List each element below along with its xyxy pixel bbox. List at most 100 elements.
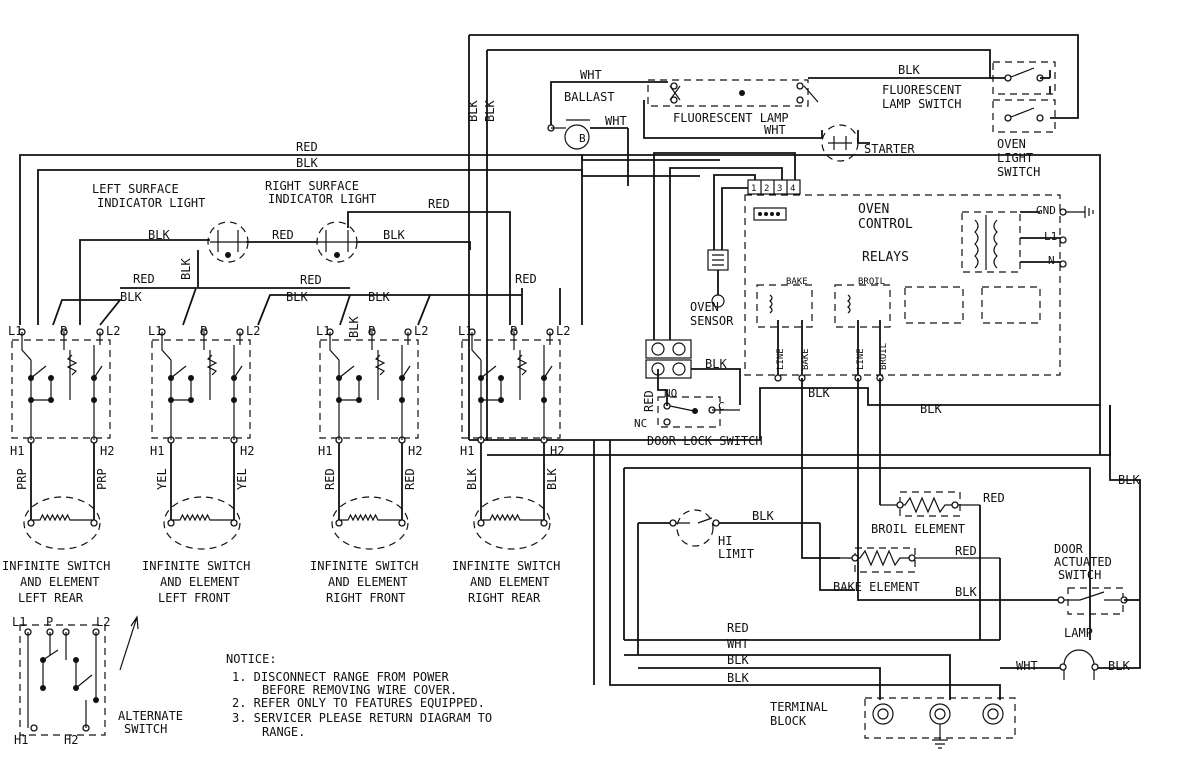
element-wire-right: YEL <box>235 468 249 490</box>
oven-control-label: CONTROL <box>858 217 913 232</box>
oven-light-switch-box <box>992 99 1056 133</box>
broil-relay-label: BROIL <box>858 277 885 287</box>
element-wire-left: BLK <box>465 468 479 490</box>
alternate-switch-label: SWITCH <box>124 722 167 736</box>
lighting-circuit <box>468 34 1079 440</box>
switch-terminal-label: L1 <box>458 324 472 338</box>
wire-label: WHT <box>1016 659 1038 673</box>
terminal-block-label: BLOCK <box>770 714 807 728</box>
terminal-block-label: TERMINAL <box>770 700 828 714</box>
switch-terminal-label: L2 <box>556 324 570 338</box>
wire-label: RED <box>983 491 1005 505</box>
wire-label: WHT <box>605 114 627 128</box>
fluorescent-lamp-tube <box>647 79 809 107</box>
ballast-symbol: B <box>579 132 586 145</box>
left-surface-indicator-label: LEFT SURFACE <box>92 182 179 196</box>
wire-label: BLK <box>120 290 142 304</box>
switch-terminal-label: P <box>368 324 375 338</box>
starter-label: STARTER <box>864 142 915 156</box>
wire-label: WHT <box>727 637 749 651</box>
oven-light-switch-label: SWITCH <box>997 165 1040 179</box>
switch-terminal-label: H1 <box>150 444 164 458</box>
bake-element-label: BAKE ELEMENT <box>833 580 920 594</box>
infinite-switch-label: INFINITE SWITCH <box>142 559 250 573</box>
switch-terminal-label: P <box>510 324 517 338</box>
notice-item: 2. REFER ONLY TO FEATURES EQUIPPED. <box>232 696 485 710</box>
switch-terminal-label: H1 <box>318 444 332 458</box>
wire-label: BLK <box>920 402 942 416</box>
wire-label: RED <box>133 272 155 286</box>
wire-label: RED <box>515 272 537 286</box>
switch-terminal-label: H2 <box>550 444 564 458</box>
labels: WHT WHT BLK WHT RED BLK RED BLK RED BLK … <box>12 63 1140 747</box>
ballast-label: BALLAST <box>564 90 615 104</box>
wire-label: RED <box>727 621 749 635</box>
connector-pin: 2 <box>764 184 769 194</box>
wire-label: BLK <box>752 509 774 523</box>
wire-label: WHT <box>580 68 602 82</box>
infinite-switch-label: INFINITE SWITCH <box>310 559 418 573</box>
wire-label: BLK <box>727 653 749 667</box>
element-wire-left: YEL <box>155 468 169 490</box>
right-surface-indicator-label: INDICATOR LIGHT <box>268 192 376 206</box>
fluorescent-lamp-label: FLUORESCENT LAMP <box>673 111 789 125</box>
notice-item: BEFORE REMOVING WIRE COVER. <box>262 683 457 697</box>
alternate-switch <box>19 615 139 736</box>
switch-terminal-label: H2 <box>100 444 114 458</box>
wire-label: BLK <box>179 258 193 280</box>
wire-label: BLK <box>1118 473 1140 487</box>
element-wire-right: BLK <box>545 468 559 490</box>
wire-label: BLK <box>368 290 390 304</box>
wire-label: BLK <box>483 100 497 122</box>
wire-label: BLK <box>727 671 749 685</box>
alternate-switch-label: ALTERNATE <box>118 709 183 723</box>
gnd-label: GND <box>1036 204 1056 217</box>
connector-pin: 1 <box>751 184 756 194</box>
bake-relay-label: BAKE <box>786 277 808 287</box>
bake-terminal-label: BAKE <box>801 348 811 370</box>
wire-label: BLK <box>466 100 480 122</box>
infinite-switch-label: AND ELEMENT <box>470 575 549 589</box>
right-surface-indicator-label: RIGHT SURFACE <box>265 179 359 193</box>
wire-label: RED <box>272 228 294 242</box>
infinite-switch-label: RIGHT FRONT <box>326 591 405 605</box>
door-lock-switch-label: DOOR LOCK SWITCH <box>647 434 763 448</box>
wire-label: RED <box>428 197 450 211</box>
switch-terminal-label: H1 <box>460 444 474 458</box>
oven-sensor-label: SENSOR <box>690 314 734 328</box>
n-label: N <box>1048 254 1055 267</box>
switch-terminal-label: L1 <box>316 324 330 338</box>
infinite-switch-label: LEFT FRONT <box>158 591 230 605</box>
wire-label: BLK <box>286 290 308 304</box>
notice-title: NOTICE: <box>226 652 277 666</box>
power-bus <box>19 154 1141 600</box>
door-actuated-switch-label: SWITCH <box>1058 568 1101 582</box>
wire-label: BLK <box>705 357 727 371</box>
wire-label: WHT <box>764 123 786 137</box>
element-wire-right: RED <box>403 468 417 490</box>
relays-label: RELAYS <box>862 250 909 265</box>
notice-item: 3. SERVICER PLEASE RETURN DIAGRAM TO <box>232 711 492 725</box>
switch-terminal-label: H1 <box>10 444 24 458</box>
switch-terminal-label: L2 <box>414 324 428 338</box>
element-wire-right: PRP <box>95 468 109 490</box>
infinite-switch-label: LEFT REAR <box>18 591 84 605</box>
wire-label: BLK <box>898 63 920 77</box>
lamp-label: LAMP <box>1064 626 1093 640</box>
alt-terminal-label: H1 <box>14 733 28 747</box>
no-label: NO <box>664 387 677 400</box>
wire-label: BLK <box>808 386 830 400</box>
infinite-switch-label: INFINITE SWITCH <box>2 559 110 573</box>
notice-item: RANGE. <box>262 725 305 739</box>
wire-label: BLK <box>383 228 405 242</box>
oven-control-box <box>744 194 1061 376</box>
switch-terminal-label: L2 <box>106 324 120 338</box>
line-label: LINE <box>856 348 866 370</box>
line-label: LINE <box>776 348 786 370</box>
broil-terminal-label: BROIL <box>879 343 889 370</box>
